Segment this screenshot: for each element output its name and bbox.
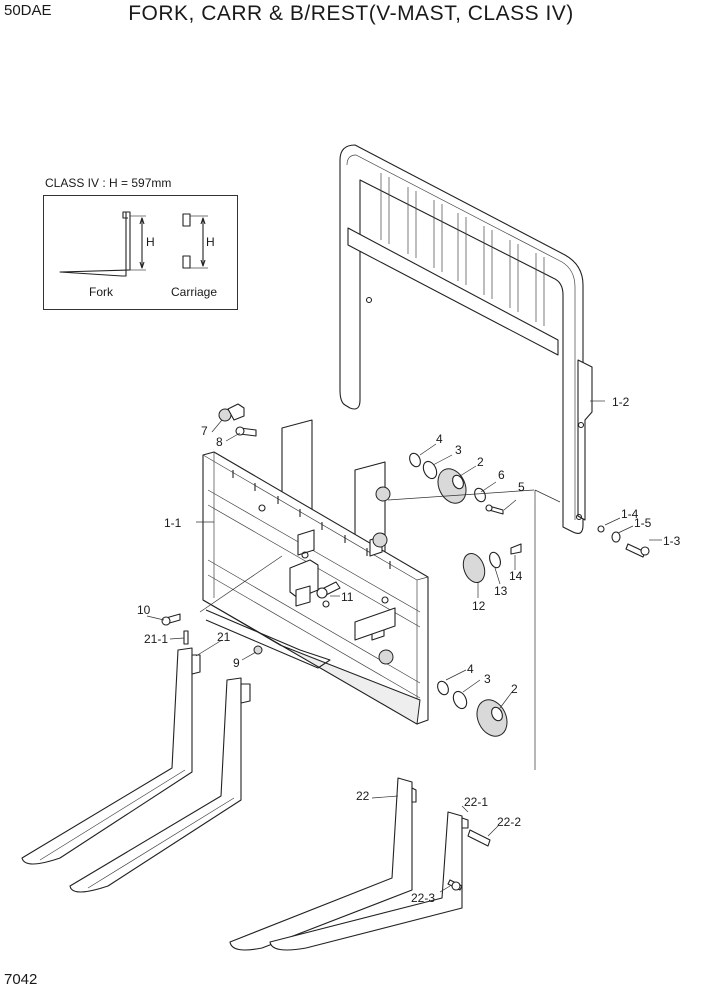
part-label-9: 9: [233, 656, 240, 670]
part-label-21-1: 21-1: [144, 632, 168, 646]
load-backrest: [339, 144, 593, 534]
part-label-1-4: 1-4: [621, 507, 639, 521]
part-label-6: 6: [498, 468, 505, 482]
part-label-4-upper: 4: [436, 432, 443, 446]
part-label-1-3: 1-3: [663, 534, 681, 548]
bolt-11: [316, 581, 341, 599]
side-roller-set: [462, 543, 522, 584]
page-number: 7042: [4, 971, 38, 988]
upper-roller-set: [409, 452, 504, 515]
leader-lines: [146, 400, 662, 893]
part-label-7: 7: [201, 424, 208, 438]
inset-caption: CLASS IV : H = 597mm: [45, 176, 172, 190]
part-label-13: 13: [494, 584, 508, 598]
part-label-12: 12: [472, 599, 486, 613]
inset-fork-dimension: H: [146, 235, 155, 249]
part-label-22: 22: [356, 789, 370, 803]
bolt-8: [235, 426, 257, 437]
part-label-1-1: 1-1: [164, 516, 182, 530]
inset-fork-sketch: [59, 211, 146, 277]
part-label-5: 5: [518, 480, 525, 494]
pin-21-1: [183, 630, 189, 645]
part-label-2-lower: 2: [511, 682, 518, 696]
part-label-21: 21: [217, 630, 231, 644]
grease-fitting-7: [218, 403, 245, 422]
fork-carriage: [202, 419, 429, 725]
part-label-11: 11: [341, 590, 354, 604]
part-label-22-3: 22-3: [411, 891, 435, 905]
inset-carriage-label: Carriage: [171, 285, 218, 299]
part-label-22-2: 22-2: [497, 815, 521, 829]
inset-fork-label: Fork: [89, 285, 113, 299]
part-label-3-upper: 3: [455, 443, 462, 457]
part-label-1-2: 1-2: [612, 395, 630, 409]
part-label-3-lower: 3: [484, 672, 491, 686]
part-label-1-5: 1-5: [634, 516, 652, 530]
page-title: FORK, CARR & B/REST(V-MAST, CLASS IV): [128, 2, 574, 25]
fork-pair-assembled: [21, 647, 251, 893]
part-label-14: 14: [509, 569, 523, 583]
part-label-10: 10: [137, 603, 151, 617]
part-label-4-lower: 4: [467, 662, 474, 676]
fork-pair-alternative: [229, 777, 491, 951]
part-label-2-upper: 2: [477, 455, 484, 469]
inset-carriage-dimension: H: [206, 235, 215, 249]
backrest-fasteners: [597, 525, 650, 558]
bolt-10: [161, 613, 181, 626]
part-label-8: 8: [216, 435, 223, 449]
inset-carriage-sketch: [182, 213, 208, 269]
class-detail-inset: [43, 195, 238, 310]
model-code: 50DAE: [4, 2, 52, 19]
lower-roller-set: [437, 680, 508, 737]
part-label-22-1: 22-1: [464, 795, 488, 809]
